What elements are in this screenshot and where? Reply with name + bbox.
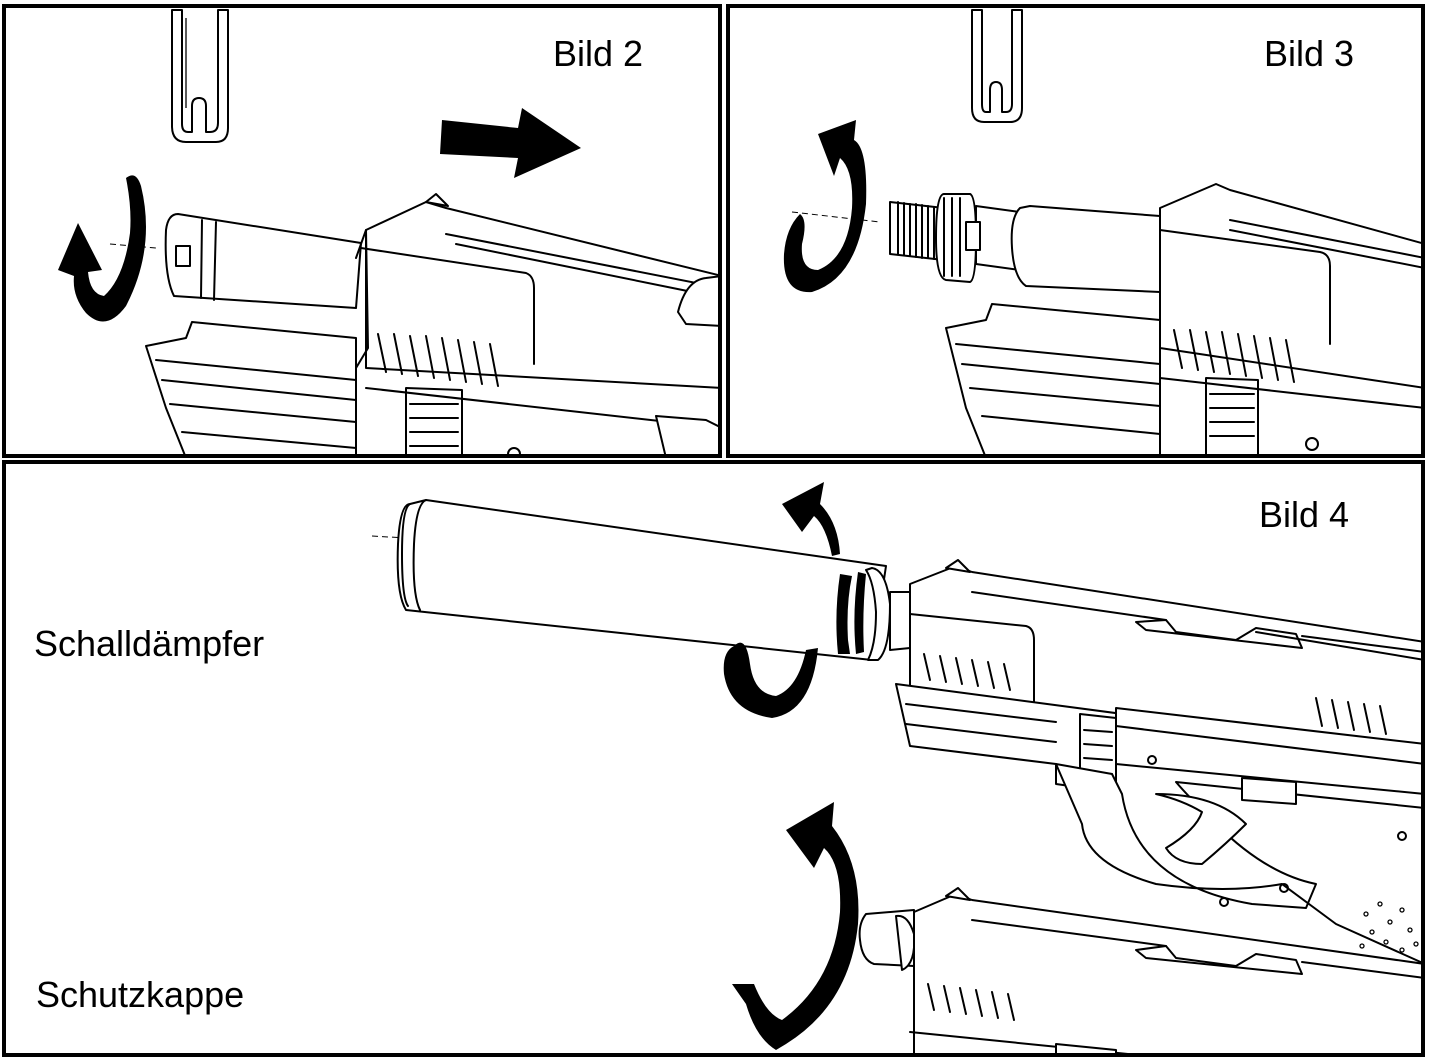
bild-2-label: Bild 2 — [553, 33, 644, 74]
slide-serrations — [923, 653, 1387, 735]
bild-3-illustration — [783, 9, 1421, 454]
panel-bild-2: Bild 2 — [2, 4, 722, 458]
wrench-tool-icon — [971, 9, 1023, 123]
barrel — [164, 213, 362, 309]
bild-2-illustration — [58, 9, 718, 454]
silencer-label: Schalldämpfer — [34, 623, 265, 664]
pistol-slide — [355, 193, 718, 389]
pistol-frame — [945, 303, 1421, 454]
rotate-arrow-icon — [783, 120, 867, 293]
pistol-lower — [858, 887, 1421, 1053]
pistol-frame — [145, 321, 718, 454]
grip-texture — [1359, 901, 1419, 953]
wrench-tool-icon — [171, 9, 229, 143]
rotate-arrow-icon — [732, 802, 859, 1050]
panel-bild-3: Bild 3 — [726, 4, 1425, 458]
pistol-upper — [895, 559, 1421, 964]
bild-4-label: Bild 4 — [1259, 494, 1350, 535]
slide-serrations — [927, 983, 1015, 1021]
bild-4-illustration — [371, 482, 1421, 1053]
rotate-arrow-icon — [723, 642, 818, 718]
bild-3-label: Bild 3 — [1264, 33, 1355, 74]
slide-serrations — [377, 333, 499, 387]
rotate-arrow-icon — [782, 482, 840, 556]
push-direction-arrow-icon — [440, 108, 581, 178]
protective-cap-label: Schutzkappe — [36, 974, 245, 1015]
slide-serrations — [1173, 329, 1295, 383]
panel-bild-4: Bild 4 Schalldämpfer Schutzkappe — [2, 460, 1425, 1057]
pistol-slide — [1159, 183, 1421, 389]
threaded-barrel — [889, 193, 1161, 293]
rotate-arrow-icon — [58, 175, 146, 322]
